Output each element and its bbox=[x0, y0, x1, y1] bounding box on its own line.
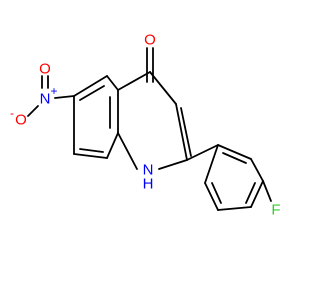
bond bbox=[79, 148, 104, 153]
bond bbox=[186, 144, 219, 161]
nitro-nitrogen-charge: + bbox=[50, 84, 57, 98]
bond bbox=[158, 159, 188, 170]
bond bbox=[180, 107, 192, 157]
nitro-oxygen-charge: - bbox=[10, 106, 14, 120]
bond bbox=[27, 105, 39, 117]
bond bbox=[73, 153, 108, 159]
bond bbox=[175, 103, 188, 161]
molecule-structure: O N H N + O O - F bbox=[10, 32, 281, 219]
bond bbox=[217, 144, 252, 160]
bond bbox=[222, 152, 247, 164]
nitro-nitrogen-label: N bbox=[40, 91, 51, 108]
bond bbox=[149, 71, 177, 105]
bond bbox=[106, 75, 119, 91]
atom-labels: O N H N + O O - F bbox=[10, 32, 281, 219]
molecule-structure-canvas: O N H N + O O - F bbox=[10, 32, 281, 219]
bond bbox=[250, 180, 264, 208]
bond bbox=[204, 144, 219, 184]
bond bbox=[211, 182, 222, 204]
bond bbox=[204, 182, 219, 211]
bond bbox=[54, 95, 75, 99]
bond bbox=[73, 75, 108, 97]
bonds bbox=[27, 47, 272, 211]
bond bbox=[217, 206, 252, 211]
bond bbox=[250, 158, 264, 182]
bond bbox=[79, 85, 105, 101]
bond bbox=[106, 132, 119, 159]
fluorine-label: F bbox=[271, 202, 280, 219]
bond bbox=[117, 71, 151, 91]
ring-nitrogen-hydrogen-label: H bbox=[143, 176, 154, 193]
bond bbox=[245, 182, 256, 204]
nitro-oxygen-top-label: O bbox=[39, 61, 51, 78]
bond bbox=[117, 132, 138, 170]
nitro-oxygen-left-label: O bbox=[15, 112, 27, 129]
carbonyl-oxygen-label: O bbox=[144, 32, 156, 49]
ring-nitrogen-label: N bbox=[143, 162, 154, 179]
bond bbox=[262, 180, 272, 202]
